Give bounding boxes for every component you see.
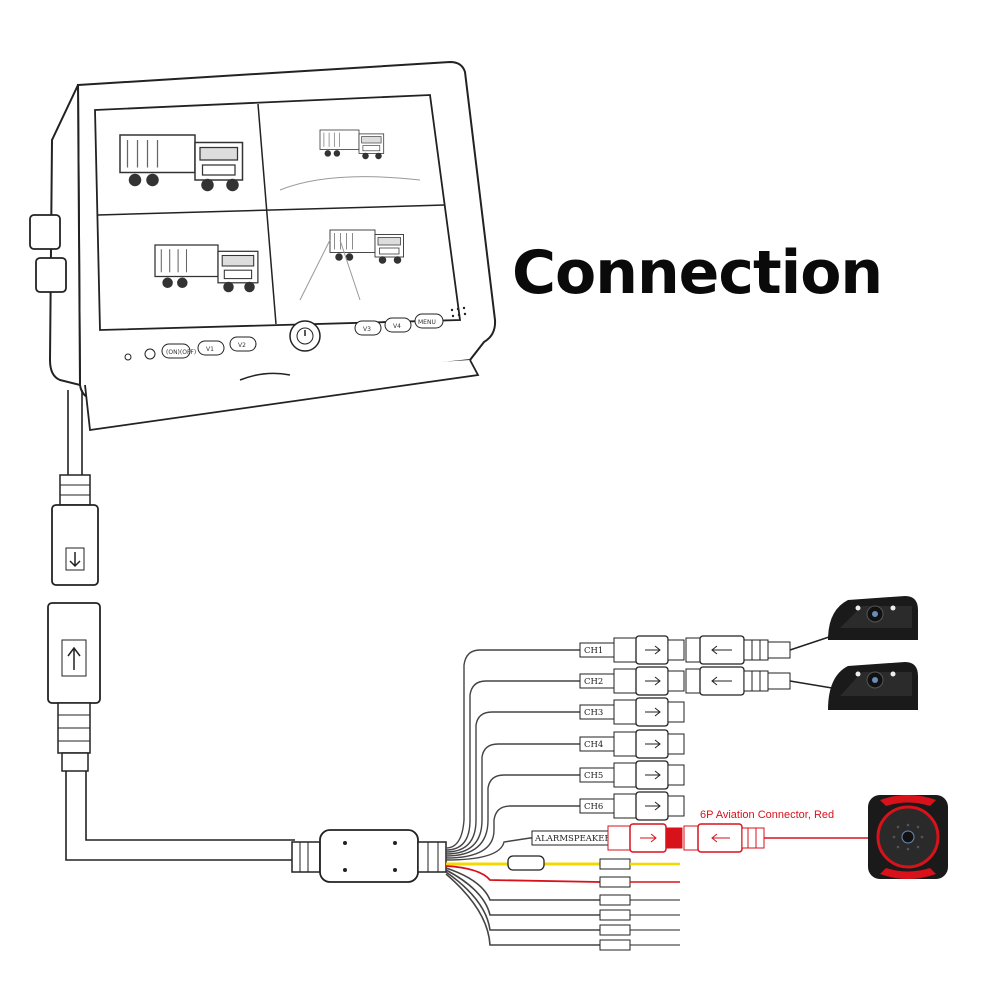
monitor-button-onoff[interactable]: (ON)(OFF): [161, 343, 196, 359]
alarm-speaker: [868, 795, 948, 879]
camera-1: [828, 596, 918, 640]
camera-plug-2: [685, 666, 833, 696]
arrow-right-icon: [645, 676, 661, 686]
monitor-button-v3[interactable]: V3: [354, 320, 382, 336]
monitor: (ON)(OFF) V1 V2 V3 V4: [29, 60, 497, 432]
aviation-connector-female: [47, 602, 101, 772]
monitor-controls: (ON)(OFF) V1 V2 V3 V4: [124, 306, 467, 361]
channel-connector-ch6: CH6: [579, 791, 685, 821]
alarm-speaker-label: ALARMSPEAKER: [534, 834, 611, 844]
channel-connector-ch3: CH3: [579, 697, 685, 727]
channel-label: CH6: [584, 802, 603, 812]
channel-label: CH4: [584, 740, 603, 750]
arrow-right-icon: [640, 833, 657, 843]
arrow-left-icon: [711, 676, 732, 686]
monitor-button-label: V1: [206, 346, 214, 353]
monitor-button-v4[interactable]: V4: [384, 317, 412, 333]
screen-quadrants: [97, 103, 446, 325]
channel-connector-ch2: CH2: [579, 666, 685, 696]
channel-label: CH3: [584, 708, 603, 718]
channel-connector-ch5: CH5: [579, 760, 685, 790]
arrow-right-icon: [645, 739, 661, 749]
monitor-button-v1[interactable]: V1: [197, 340, 225, 356]
monitor-button-label: (ON)(OFF): [166, 349, 196, 356]
monitor-button-label: MENU: [418, 319, 436, 326]
wire-terminals: [599, 858, 680, 951]
channel-label: CH5: [584, 771, 603, 781]
arrow-left-icon: [711, 645, 732, 655]
monitor-button-label: V3: [363, 326, 371, 333]
mount-knob-icon: [29, 214, 67, 293]
splitter-box: [291, 829, 447, 883]
channel-connector-ch4: CH4: [579, 729, 685, 759]
arrow-right-icon: [645, 801, 661, 811]
channel-label: CH1: [584, 646, 603, 656]
arrow-right-icon: [645, 770, 661, 780]
arrow-left-icon: [711, 833, 730, 843]
fuse-holder: [507, 855, 545, 871]
aviation-connector-label: 6P Aviation Connector, Red: [700, 809, 834, 821]
alarm-speaker-connector: ALARMSPEAKER 6P Aviation Connector, Red: [531, 809, 870, 853]
monitor-button-label: V2: [238, 342, 246, 349]
monitor-button-v2[interactable]: V2: [229, 336, 257, 352]
ir-sensor-icon: [144, 348, 156, 360]
aviation-connector-male: [51, 474, 99, 586]
speaker-grille-icon: [450, 306, 467, 318]
power-wires: [445, 862, 610, 946]
channel-connector-ch1: CH1: [579, 635, 685, 665]
main-cable: [65, 390, 295, 861]
page-title: Connection: [512, 238, 883, 308]
arrow-right-icon: [645, 645, 661, 655]
monitor-button-menu[interactable]: MENU: [414, 313, 444, 329]
arrow-right-icon: [645, 707, 661, 717]
camera-2: [828, 662, 918, 710]
monitor-power-button[interactable]: [289, 320, 321, 352]
power-led-icon: [124, 353, 132, 361]
channel-label: CH2: [584, 677, 603, 687]
monitor-button-label: V4: [393, 323, 401, 330]
camera-plug-1: [685, 635, 833, 665]
channel-wires: [445, 649, 612, 861]
